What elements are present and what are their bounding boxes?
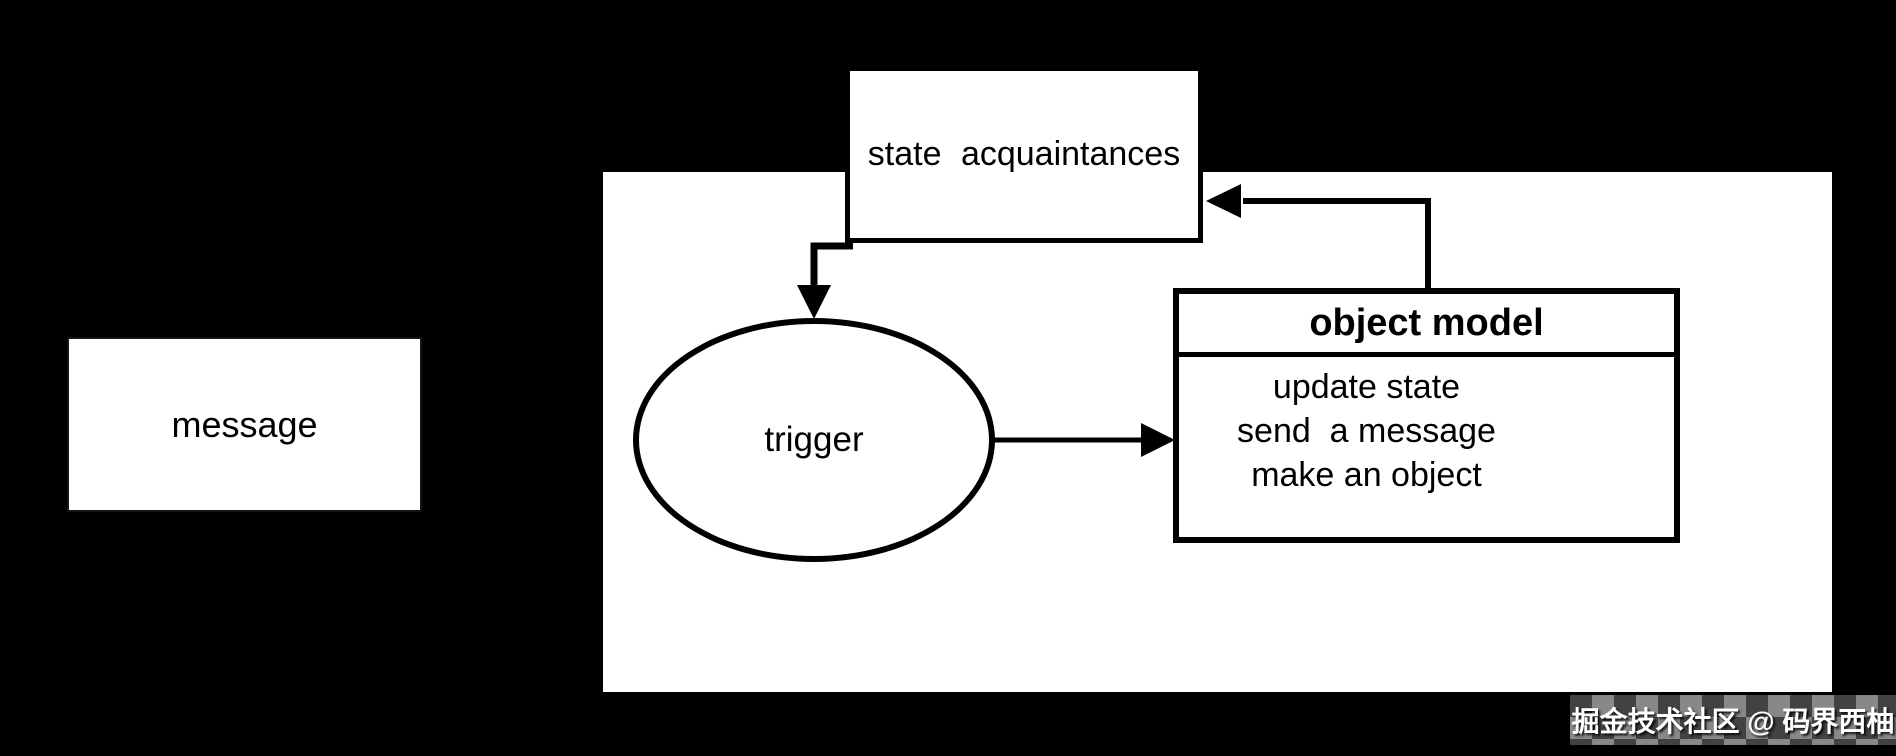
object-model-title: object model	[1179, 294, 1674, 357]
state-acquaintances-label: state acquaintances	[867, 135, 1181, 173]
object-model-item: make an object	[1251, 456, 1482, 494]
message-box-label: message	[171, 403, 318, 445]
message-box: message	[67, 337, 422, 512]
trigger-label: trigger	[764, 420, 864, 459]
object-model-item: send a message	[1237, 412, 1496, 450]
object-model-box: object model update state send a message…	[1173, 288, 1680, 543]
object-model-body: update state send a message make an obje…	[1179, 357, 1674, 497]
state-acquaintances-box: state acquaintances	[845, 66, 1203, 243]
watermark: 掘金技术社区 @ 码界西柚	[1570, 695, 1896, 745]
trigger-ellipse: trigger	[633, 318, 995, 562]
object-model-item: update state	[1272, 368, 1461, 406]
